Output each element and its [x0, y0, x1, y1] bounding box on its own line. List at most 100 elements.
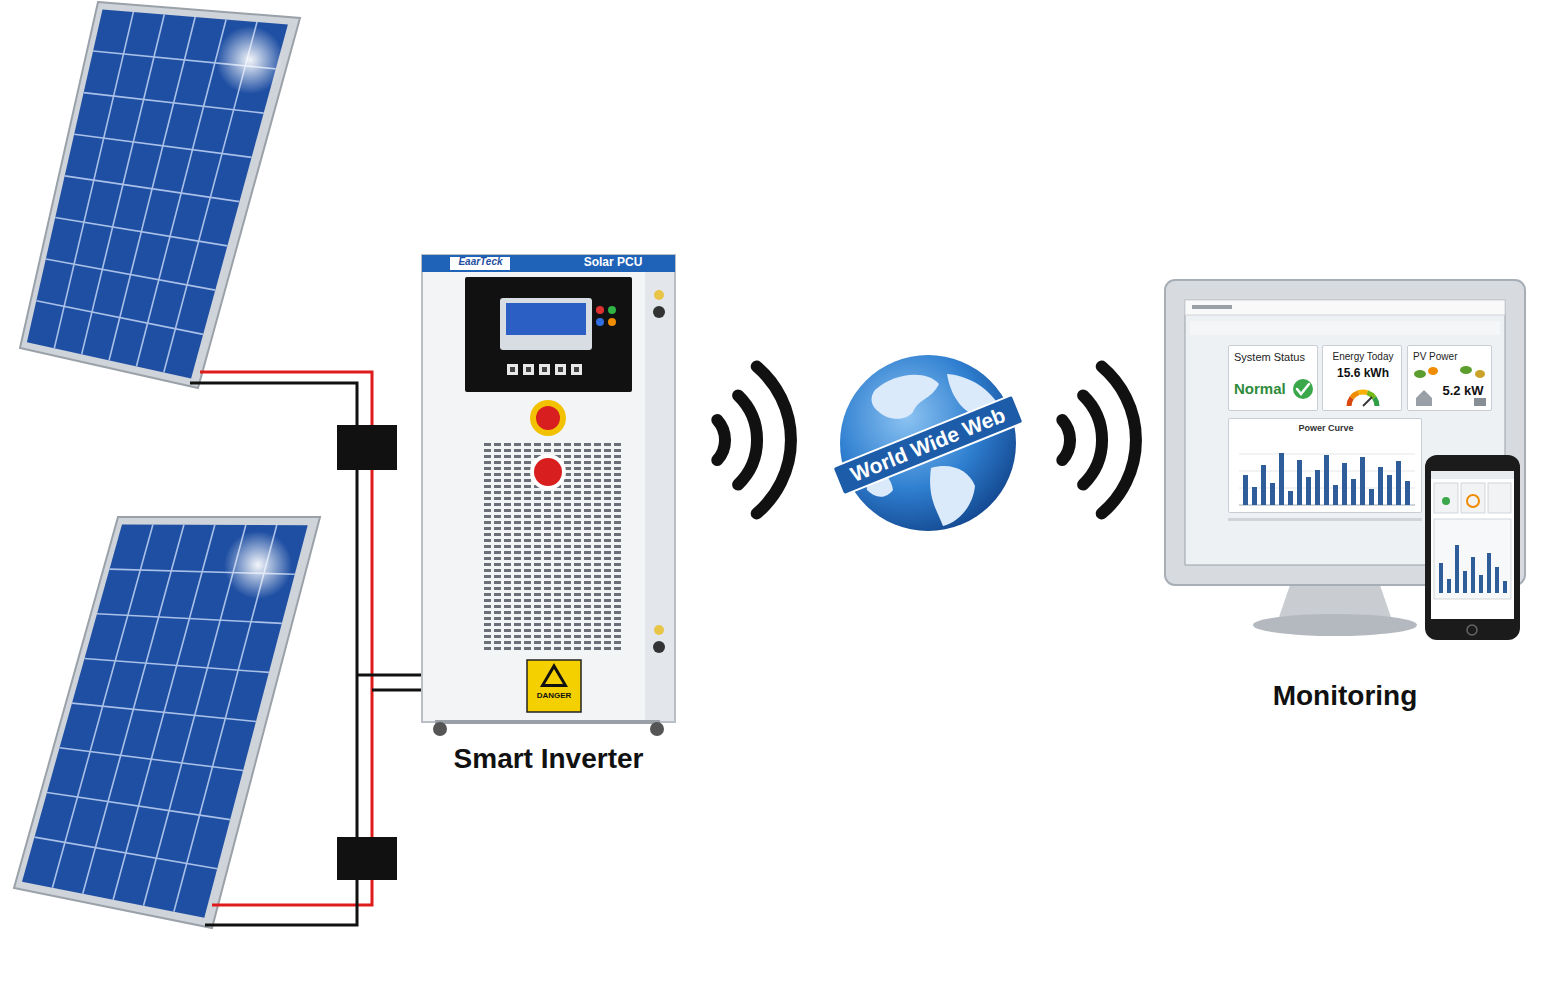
vent-slot [514, 449, 521, 452]
vent-slot [574, 629, 581, 632]
vent-slot [524, 587, 531, 590]
vent-slot [614, 611, 621, 614]
vent-slot [614, 575, 621, 578]
banner-ribbon [832, 395, 1023, 495]
vent-slot [524, 539, 531, 542]
vent-slot [594, 599, 601, 602]
vent-slot [494, 569, 501, 572]
vent-slot [604, 599, 611, 602]
lcd-screen [506, 303, 586, 335]
vent-slot [614, 509, 621, 512]
castor-wheel [650, 722, 664, 736]
vent-slot [524, 581, 531, 584]
cabinet-body [422, 255, 675, 722]
vent-slot [574, 551, 581, 554]
vent-slot [584, 515, 591, 518]
vent-slot [484, 473, 491, 476]
vent-slot [554, 527, 561, 530]
vent-slot [544, 521, 551, 524]
vent-slot [604, 503, 611, 506]
vent-slot [554, 587, 561, 590]
vent-slot [494, 617, 501, 620]
vent-slot [604, 647, 611, 650]
vent-slot [584, 461, 591, 464]
vent-slot [524, 509, 531, 512]
vent-slot [594, 527, 601, 530]
vent-slot [484, 563, 491, 566]
vent-slot [564, 587, 571, 590]
chart-bar [1351, 479, 1356, 505]
vent-slot [524, 635, 531, 638]
vent-slot [544, 635, 551, 638]
phone-bar-chart [1455, 545, 1459, 593]
vent-slot [594, 479, 601, 482]
energy-value: 15.6 kWh [1323, 366, 1403, 380]
vent-slot [604, 539, 611, 542]
vent-slot [554, 551, 561, 554]
vent-slot [524, 527, 531, 530]
vent-slot [554, 497, 561, 500]
vent-slot [484, 503, 491, 506]
vent-slot [574, 599, 581, 602]
leaf-icon [1460, 366, 1472, 374]
vent-slot [594, 635, 601, 638]
vent-slot [484, 485, 491, 488]
vent-slot [584, 557, 591, 560]
vent-slot [564, 491, 571, 494]
vent-slot [504, 539, 511, 542]
vent-slot [574, 443, 581, 446]
vent-slot [514, 551, 521, 554]
phone-bar-chart [1503, 581, 1507, 593]
panel-frame [14, 517, 320, 928]
vent-slot [584, 527, 591, 530]
vent-slot [584, 491, 591, 494]
vent-slot [574, 545, 581, 548]
vent-slot [544, 551, 551, 554]
vent-slot [544, 491, 551, 494]
vent-slot [584, 545, 591, 548]
vent-slot [494, 563, 501, 566]
vent-slot [544, 593, 551, 596]
vent-slot [524, 449, 531, 452]
vent-slot [574, 623, 581, 626]
vent-slot [484, 569, 491, 572]
vent-slot [534, 491, 541, 494]
vent-slot [514, 557, 521, 560]
vent-slot [584, 587, 591, 590]
node-label: Smart Inverter [415, 742, 682, 776]
chart-bar [1306, 477, 1311, 505]
vent-slot [614, 629, 621, 632]
vent-slot [484, 611, 491, 614]
vent-slot [614, 617, 621, 620]
energy-card: Energy Today15.6 kWh [1322, 345, 1402, 411]
vent-slot [504, 635, 511, 638]
panel-icon [1475, 370, 1485, 378]
vent-slot [504, 467, 511, 470]
vent-slot [564, 515, 571, 518]
vent-slot [514, 443, 521, 446]
vent-slot [564, 509, 571, 512]
vent-slot [614, 461, 621, 464]
vent-slot [554, 533, 561, 536]
keypad-mark [574, 367, 579, 372]
window-title-stub [1192, 305, 1232, 309]
chart-bar [1360, 457, 1365, 505]
vent-slot [604, 491, 611, 494]
vent-slot [584, 593, 591, 596]
vent-slot [484, 545, 491, 548]
chart-bar [1396, 461, 1401, 505]
vent-slot [514, 581, 521, 584]
chart-bar [1270, 483, 1275, 505]
vent-slot [534, 557, 541, 560]
vent-slot [614, 533, 621, 536]
vent-slot [484, 581, 491, 584]
vent-slot [514, 599, 521, 602]
vent-slot [484, 605, 491, 608]
vent-slot [594, 485, 601, 488]
wireless-wave [1102, 367, 1136, 514]
keypad-mark [542, 367, 547, 372]
vent-slot [554, 581, 561, 584]
vent-slot [554, 623, 561, 626]
vent-slot [544, 563, 551, 566]
vent-slot [534, 539, 541, 542]
